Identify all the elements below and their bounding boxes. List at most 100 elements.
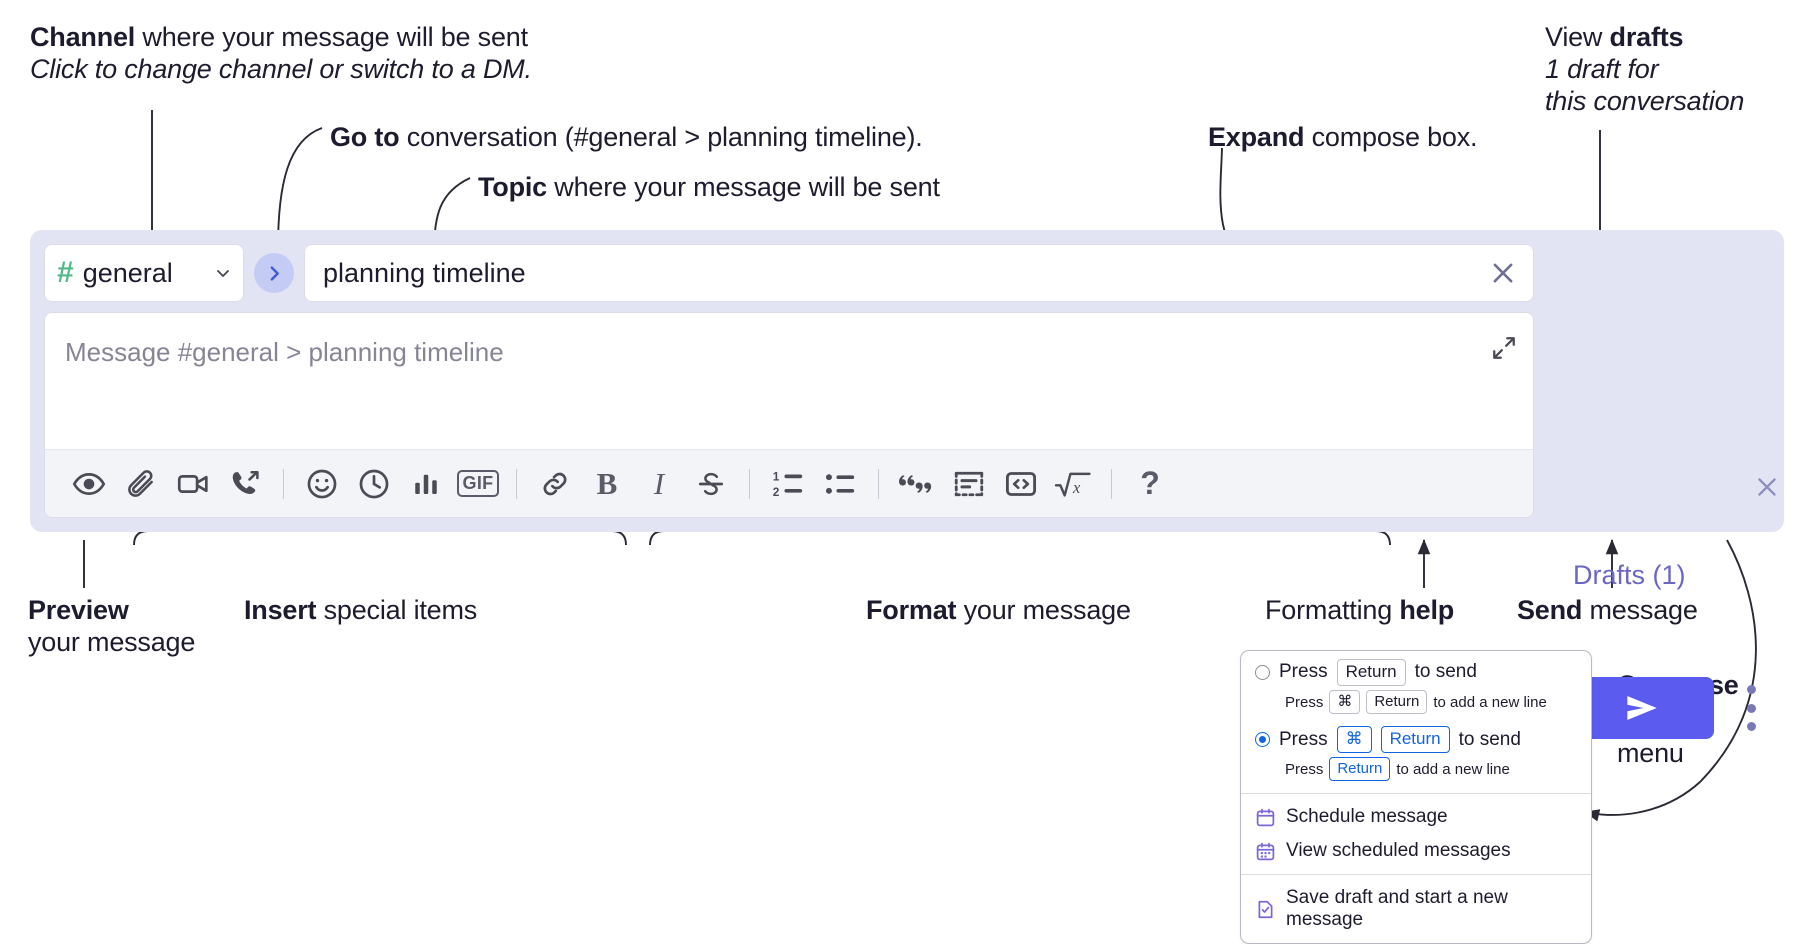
bulleted-list-icon[interactable] xyxy=(814,458,866,510)
compose-options-menu-button[interactable] xyxy=(1738,685,1764,731)
topic-clear-icon[interactable] xyxy=(1489,259,1517,287)
annotation-preview: Preview your message xyxy=(28,595,195,659)
annotation-preview-rest: your message xyxy=(28,626,196,657)
strikethrough-icon[interactable] xyxy=(685,458,737,510)
kbd-return: Return xyxy=(1380,726,1450,754)
menu-item-label: Schedule message xyxy=(1286,806,1448,828)
toolbar-separator xyxy=(878,468,879,499)
radio-selected[interactable] xyxy=(1255,732,1270,748)
audio-call-icon[interactable] xyxy=(219,458,271,510)
bold-glyph: B xyxy=(596,465,618,501)
radio-unselected[interactable] xyxy=(1255,664,1270,680)
attachment-paperclip-icon[interactable] xyxy=(115,458,167,510)
annotation-preview-bold: Preview xyxy=(28,595,129,625)
annotation-format-bold: Format xyxy=(866,595,957,625)
annotation-drafts-italic1: 1 draft for xyxy=(1545,53,1659,84)
annotation-compose-rest: menu xyxy=(1617,738,1684,769)
kbd-command: ⌘ xyxy=(1336,726,1372,754)
blockquote-icon[interactable] xyxy=(891,458,943,510)
annotation-channel-bold: Channel xyxy=(30,22,136,52)
compose-options-dropdown: Press Return to send Press ⌘ Return to a… xyxy=(1240,650,1592,944)
opt2-sub-tail: to add a new line xyxy=(1396,760,1510,778)
annotation-channel: Channel where your message will be sent … xyxy=(30,22,532,86)
code-block-icon[interactable] xyxy=(943,458,995,510)
menu-item-save-draft[interactable]: Save draft and start a new message xyxy=(1241,881,1591,937)
message-editor[interactable]: Message #general > planning timeline xyxy=(44,312,1534,518)
annotation-goto: Go to conversation (#general > planning … xyxy=(330,122,923,154)
gif-icon[interactable]: GIF xyxy=(452,458,504,510)
svg-text:1: 1 xyxy=(773,469,780,483)
annotation-topic-bold: Topic xyxy=(478,172,547,202)
annotation-goto-bold: Go to xyxy=(330,122,400,152)
inline-code-icon[interactable] xyxy=(995,458,1047,510)
draft-group: Save draft and start a new message xyxy=(1241,875,1591,943)
send-option-subtext: Press Return to add a new line xyxy=(1241,755,1591,787)
calendar-scheduled-list-icon xyxy=(1256,842,1275,861)
topic-value: planning timeline xyxy=(323,257,526,288)
send-option-row[interactable]: Press ⌘ Return to send xyxy=(1241,724,1591,755)
goto-conversation-button[interactable] xyxy=(254,253,294,293)
menu-divider xyxy=(1241,793,1591,795)
opt1-press-label: Press xyxy=(1279,661,1328,683)
close-icon[interactable] xyxy=(1754,474,1780,500)
send-options-group: Press Return to send Press ⌘ Return to a… xyxy=(1241,651,1591,793)
menu-item-schedule-message[interactable]: Schedule message xyxy=(1241,800,1591,834)
annotation-topic: Topic where your message will be sent xyxy=(478,172,940,204)
annotation-formatting-help: Formatting help xyxy=(1265,595,1454,627)
math-icon[interactable]: x xyxy=(1047,458,1099,510)
topic-input[interactable]: planning timeline xyxy=(304,244,1534,302)
emoji-smiley-icon[interactable] xyxy=(296,458,348,510)
formatting-help-icon[interactable]: ? xyxy=(1124,458,1176,510)
opt2-sub-press: Press xyxy=(1285,760,1324,778)
annotation-channel-italic: Click to change channel or switch to a D… xyxy=(30,53,532,84)
bar-chart-icon[interactable] xyxy=(400,458,452,510)
video-camera-icon[interactable] xyxy=(167,458,219,510)
annotation-drafts-plain: View xyxy=(1545,22,1610,52)
toolbar-separator xyxy=(283,468,284,499)
send-option-row[interactable]: Press Return to send xyxy=(1241,657,1591,688)
annotation-drafts-italic2: this conversation xyxy=(1545,85,1745,116)
clock-icon[interactable] xyxy=(348,458,400,510)
menu-divider xyxy=(1241,874,1591,876)
italic-glyph: I xyxy=(653,465,665,501)
toolbar-separator xyxy=(1111,468,1112,499)
message-placeholder: Message #general > planning timeline xyxy=(65,337,504,367)
annotation-expand-bold: Expand xyxy=(1208,122,1305,152)
bold-icon[interactable]: B xyxy=(581,458,633,510)
annotation-send-bold: Send xyxy=(1517,595,1583,625)
toolbar-separator xyxy=(516,468,517,499)
annotation-drafts-bold: drafts xyxy=(1609,22,1684,52)
more-vertical-dot xyxy=(1746,722,1756,731)
italic-icon[interactable]: I xyxy=(633,458,685,510)
annotation-expand-rest: compose box. xyxy=(1304,122,1478,152)
compose-header-row: # general planning timeline xyxy=(44,244,1534,302)
annotation-format-rest: your message xyxy=(956,595,1131,625)
annotation-send-rest: message xyxy=(1582,595,1698,625)
chevron-right-icon xyxy=(270,265,279,281)
channel-name-label: general xyxy=(82,257,173,288)
menu-item-label: View scheduled messages xyxy=(1286,840,1511,862)
annotation-drafts: View drafts 1 draft for this conversatio… xyxy=(1545,22,1744,118)
kbd-return: Return xyxy=(1366,689,1428,715)
send-paper-plane-icon xyxy=(1627,696,1657,720)
annotation-help-plain: Formatting xyxy=(1265,595,1400,625)
calendar-schedule-icon xyxy=(1256,808,1275,827)
send-button[interactable] xyxy=(1570,677,1714,739)
menu-item-view-scheduled[interactable]: View scheduled messages xyxy=(1241,834,1591,868)
annotation-goto-rest: conversation (#general > planning timeli… xyxy=(399,122,923,152)
link-icon[interactable] xyxy=(529,458,581,510)
channel-selector[interactable]: # general xyxy=(44,244,244,302)
annotation-topic-rest: where your message will be sent xyxy=(547,172,940,202)
preview-icon[interactable] xyxy=(63,458,115,510)
kbd-return: Return xyxy=(1336,659,1406,686)
opt2-press-label: Press xyxy=(1279,728,1328,750)
annotation-insert-bold: Insert xyxy=(244,595,317,625)
annotation-format: Format your message xyxy=(866,595,1131,627)
kbd-return: Return xyxy=(1329,757,1391,782)
expand-icon[interactable] xyxy=(1491,335,1517,361)
toolbar-separator xyxy=(749,468,750,499)
drafts-link[interactable]: Drafts (1) xyxy=(1573,560,1686,590)
formatting-toolbar: GIF B I xyxy=(45,449,1533,517)
